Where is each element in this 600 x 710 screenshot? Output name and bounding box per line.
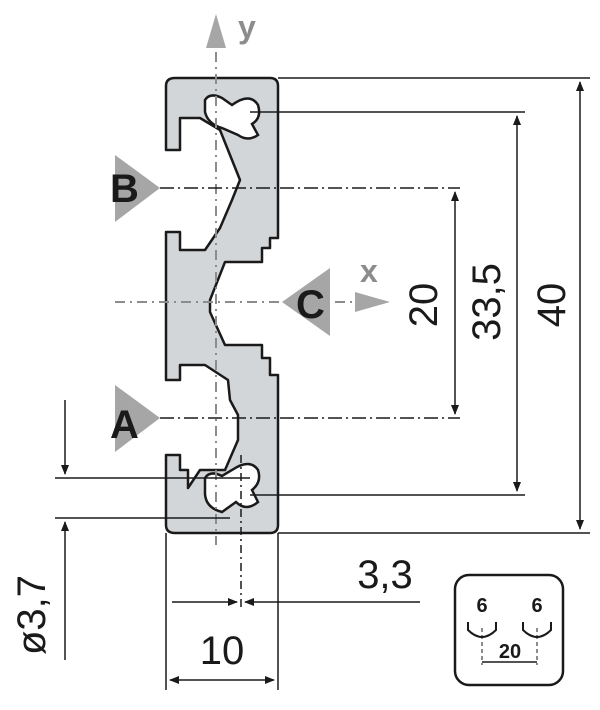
dimension-10-value: 10 xyxy=(200,629,245,673)
marker-a: A xyxy=(110,385,460,452)
inset-frame xyxy=(453,573,565,687)
inset-right-width: 6 xyxy=(531,595,542,617)
marker-b: B xyxy=(110,155,460,222)
x-axis-label: x xyxy=(360,253,378,289)
y-axis-label: y xyxy=(238,9,256,45)
dimension-bore-diameter: ø3,7 xyxy=(10,400,69,660)
dimension-bore-value: ø3,7 xyxy=(10,575,54,655)
x-axis: x xyxy=(115,253,390,312)
y-axis: y xyxy=(206,9,256,545)
dimension-40-value: 40 xyxy=(530,283,574,328)
inset-left-width: 6 xyxy=(476,595,487,617)
y-axis-arrow-icon xyxy=(206,14,226,48)
x-axis-arrow-icon xyxy=(355,292,390,312)
dimension-33-5: 33,5 xyxy=(465,115,521,492)
marker-c: C xyxy=(282,268,330,336)
marker-c-triangle-icon xyxy=(282,268,330,336)
marker-b-triangle-icon xyxy=(115,155,160,222)
marker-a-triangle-icon xyxy=(115,385,160,452)
dimension-33-5-value: 33,5 xyxy=(465,263,509,341)
dimension-20: 20 xyxy=(402,191,459,415)
upper-bore xyxy=(203,94,261,140)
dimension-10: 10 xyxy=(169,629,275,684)
lower-bore xyxy=(203,462,261,514)
marker-c-label: C xyxy=(296,283,325,327)
marker-b-label: B xyxy=(110,167,139,211)
dimension-3-3: 3,3 xyxy=(172,553,420,606)
dimension-40: 40 xyxy=(530,81,584,530)
slot-spacing-inset: 6 6 20 xyxy=(453,573,565,687)
inset-spacing-value: 20 xyxy=(499,641,521,663)
dimension-20-value: 20 xyxy=(402,283,446,328)
aluminium-profile xyxy=(164,76,280,535)
profile-outline xyxy=(164,76,280,535)
dimension-3-3-value: 3,3 xyxy=(357,553,413,597)
marker-a-label: A xyxy=(110,403,139,447)
